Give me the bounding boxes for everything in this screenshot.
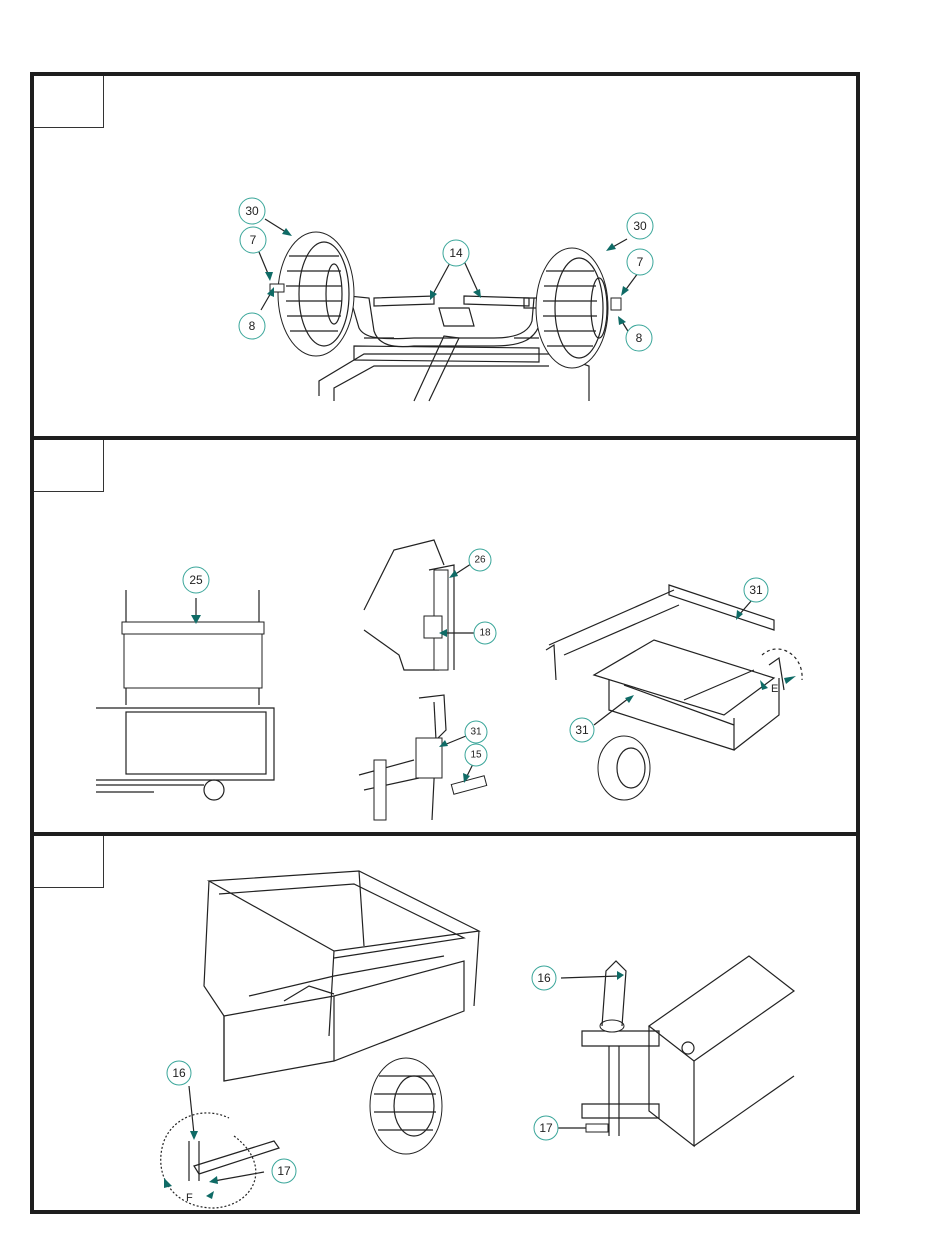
svg-text:14: 14 bbox=[449, 246, 463, 260]
front-panel-assembly bbox=[96, 590, 274, 800]
svg-text:30: 30 bbox=[245, 204, 259, 218]
svg-text:8: 8 bbox=[249, 319, 256, 333]
callout-17-cart: 17 bbox=[272, 1159, 296, 1183]
side-panel-diagram: 25 26 18 31 15 bbox=[34, 440, 856, 836]
axle-wheel-diagram: 30 7 8 14 30 7 8 bbox=[34, 76, 856, 440]
detail-letter-f: F bbox=[186, 1192, 193, 1204]
hitch-diagram: 16 17 F 16 17 bbox=[34, 836, 856, 1210]
svg-text:30: 30 bbox=[633, 219, 647, 233]
left-wheel bbox=[270, 232, 354, 356]
callout-26: 26 bbox=[469, 549, 491, 571]
callout-16-hitch: 16 bbox=[532, 966, 556, 990]
assembly-panel-3: 16 17 F 16 17 bbox=[30, 832, 860, 1214]
callout-8-left: 8 bbox=[239, 313, 265, 339]
assembly-panel-2: 25 26 18 31 15 bbox=[30, 436, 860, 840]
svg-text:31: 31 bbox=[470, 727, 482, 738]
svg-text:26: 26 bbox=[474, 555, 486, 566]
svg-text:16: 16 bbox=[172, 1066, 186, 1080]
right-wheel bbox=[536, 248, 621, 368]
callout-31-front: 31 bbox=[570, 718, 594, 742]
corner-bracket-detail bbox=[364, 540, 474, 670]
callout-31-detail: 31 bbox=[465, 721, 487, 743]
callout-31-top: 31 bbox=[744, 578, 768, 602]
callout-15: 15 bbox=[465, 744, 487, 766]
callout-25: 25 bbox=[183, 567, 209, 593]
callout-7-right: 7 bbox=[627, 249, 653, 275]
callout-17-hitch: 17 bbox=[534, 1116, 558, 1140]
callout-14: 14 bbox=[443, 240, 469, 266]
callout-16-cart: 16 bbox=[167, 1061, 191, 1085]
svg-text:16: 16 bbox=[537, 971, 551, 985]
callout-8-right: 8 bbox=[626, 325, 652, 351]
detail-letter-e: E bbox=[771, 683, 778, 695]
assembly-panel-1: 30 7 8 14 30 7 8 bbox=[30, 72, 860, 444]
svg-text:7: 7 bbox=[250, 233, 257, 247]
svg-text:31: 31 bbox=[575, 723, 589, 737]
svg-text:31: 31 bbox=[749, 583, 763, 597]
svg-text:7: 7 bbox=[637, 255, 644, 269]
assembled-cart bbox=[189, 871, 479, 1181]
svg-text:25: 25 bbox=[189, 573, 203, 587]
detail-circle-f bbox=[161, 1086, 264, 1208]
svg-text:17: 17 bbox=[539, 1121, 553, 1135]
hitch-detail bbox=[556, 956, 794, 1146]
svg-text:8: 8 bbox=[636, 331, 643, 345]
callout-18: 18 bbox=[474, 622, 496, 644]
svg-text:17: 17 bbox=[277, 1164, 291, 1178]
axle bbox=[339, 294, 549, 347]
callout-30-left: 30 bbox=[239, 198, 265, 224]
callout-30-right: 30 bbox=[627, 213, 653, 239]
cart-with-rails bbox=[546, 585, 802, 800]
svg-text:18: 18 bbox=[479, 628, 491, 639]
callout-7-left: 7 bbox=[240, 227, 266, 253]
svg-text:15: 15 bbox=[470, 750, 482, 761]
